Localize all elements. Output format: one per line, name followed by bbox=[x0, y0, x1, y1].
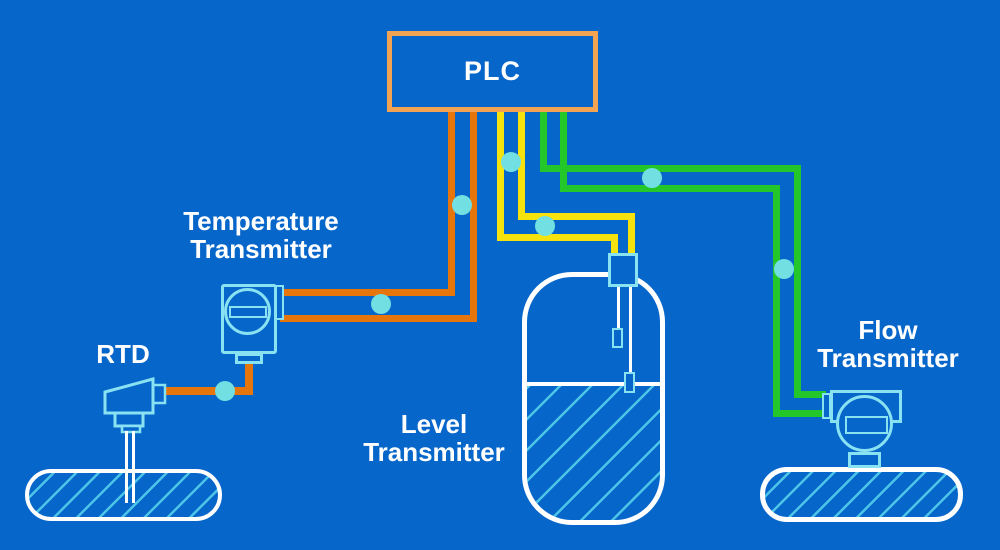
flow-transmitter-neck bbox=[848, 452, 881, 468]
temperature-transmitter-neck bbox=[235, 353, 263, 364]
signal-dot bbox=[215, 381, 235, 401]
temperature-label-line1: Temperature bbox=[183, 206, 339, 236]
wire-orange-segment bbox=[280, 289, 455, 296]
level-probe-line bbox=[617, 287, 620, 329]
wire-green-segment bbox=[540, 165, 801, 172]
wire-yellow-segment bbox=[518, 213, 635, 220]
level-label-line1: Level bbox=[400, 409, 468, 439]
rtd-neck bbox=[113, 411, 145, 428]
wire-green-segment bbox=[794, 165, 801, 398]
signal-dot bbox=[371, 294, 391, 314]
level-tank bbox=[522, 272, 665, 525]
wire-yellow-segment bbox=[497, 234, 618, 241]
wire-orange-segment bbox=[164, 387, 253, 395]
temperature-transmitter-display bbox=[229, 306, 267, 318]
level-tank-liquid bbox=[527, 382, 660, 520]
rtd-process-pipe bbox=[25, 469, 222, 521]
signal-dot bbox=[452, 195, 472, 215]
signal-dot bbox=[774, 259, 794, 279]
signal-dot bbox=[501, 152, 521, 172]
flow-transmitter-display bbox=[845, 416, 888, 434]
flow-label-line1: Flow bbox=[858, 315, 918, 345]
flow-transmitter-label: Flow Transmitter bbox=[788, 316, 988, 372]
wire-orange-segment bbox=[245, 362, 253, 395]
rtd-connector bbox=[151, 383, 167, 405]
wire-orange-segment bbox=[280, 315, 477, 322]
wire-green-segment bbox=[773, 410, 826, 417]
level-label-line2: Transmitter bbox=[363, 437, 505, 467]
level-transmitter-head bbox=[608, 253, 638, 287]
rtd-neck-lower bbox=[120, 424, 142, 434]
temperature-transmitter-label: Temperature Transmitter bbox=[131, 207, 391, 263]
wire-green-segment bbox=[773, 185, 780, 417]
wire-yellow-segment bbox=[497, 108, 504, 241]
plc-box: PLC bbox=[387, 31, 598, 112]
wire-green-segment bbox=[560, 185, 780, 192]
wire-orange-segment bbox=[470, 108, 477, 322]
rtd-probe bbox=[125, 431, 128, 503]
wire-yellow-segment bbox=[628, 213, 635, 258]
temperature-label-line2: Transmitter bbox=[190, 234, 332, 264]
flow-label-line2: Transmitter bbox=[817, 343, 959, 373]
level-float-line bbox=[629, 287, 632, 374]
wire-orange-segment bbox=[448, 108, 455, 296]
level-probe-sensor bbox=[612, 328, 623, 348]
wire-green-segment bbox=[560, 108, 567, 192]
rtd-sensor bbox=[103, 377, 167, 434]
rtd-head bbox=[103, 377, 155, 415]
level-float-sensor bbox=[624, 372, 635, 393]
rtd-probe bbox=[132, 431, 135, 503]
signal-dot bbox=[642, 168, 662, 188]
level-transmitter-label: Level Transmitter bbox=[334, 410, 534, 466]
rtd-label: RTD bbox=[73, 340, 173, 368]
wire-yellow-segment bbox=[611, 234, 618, 258]
signal-dot bbox=[535, 216, 555, 236]
wire-yellow-segment bbox=[518, 108, 525, 220]
wire-green-segment bbox=[540, 108, 547, 172]
wire-green-segment bbox=[794, 391, 826, 398]
rtd-label-line1: RTD bbox=[96, 339, 150, 369]
flow-process-pipe bbox=[760, 467, 963, 522]
plc-label: PLC bbox=[464, 56, 521, 86]
